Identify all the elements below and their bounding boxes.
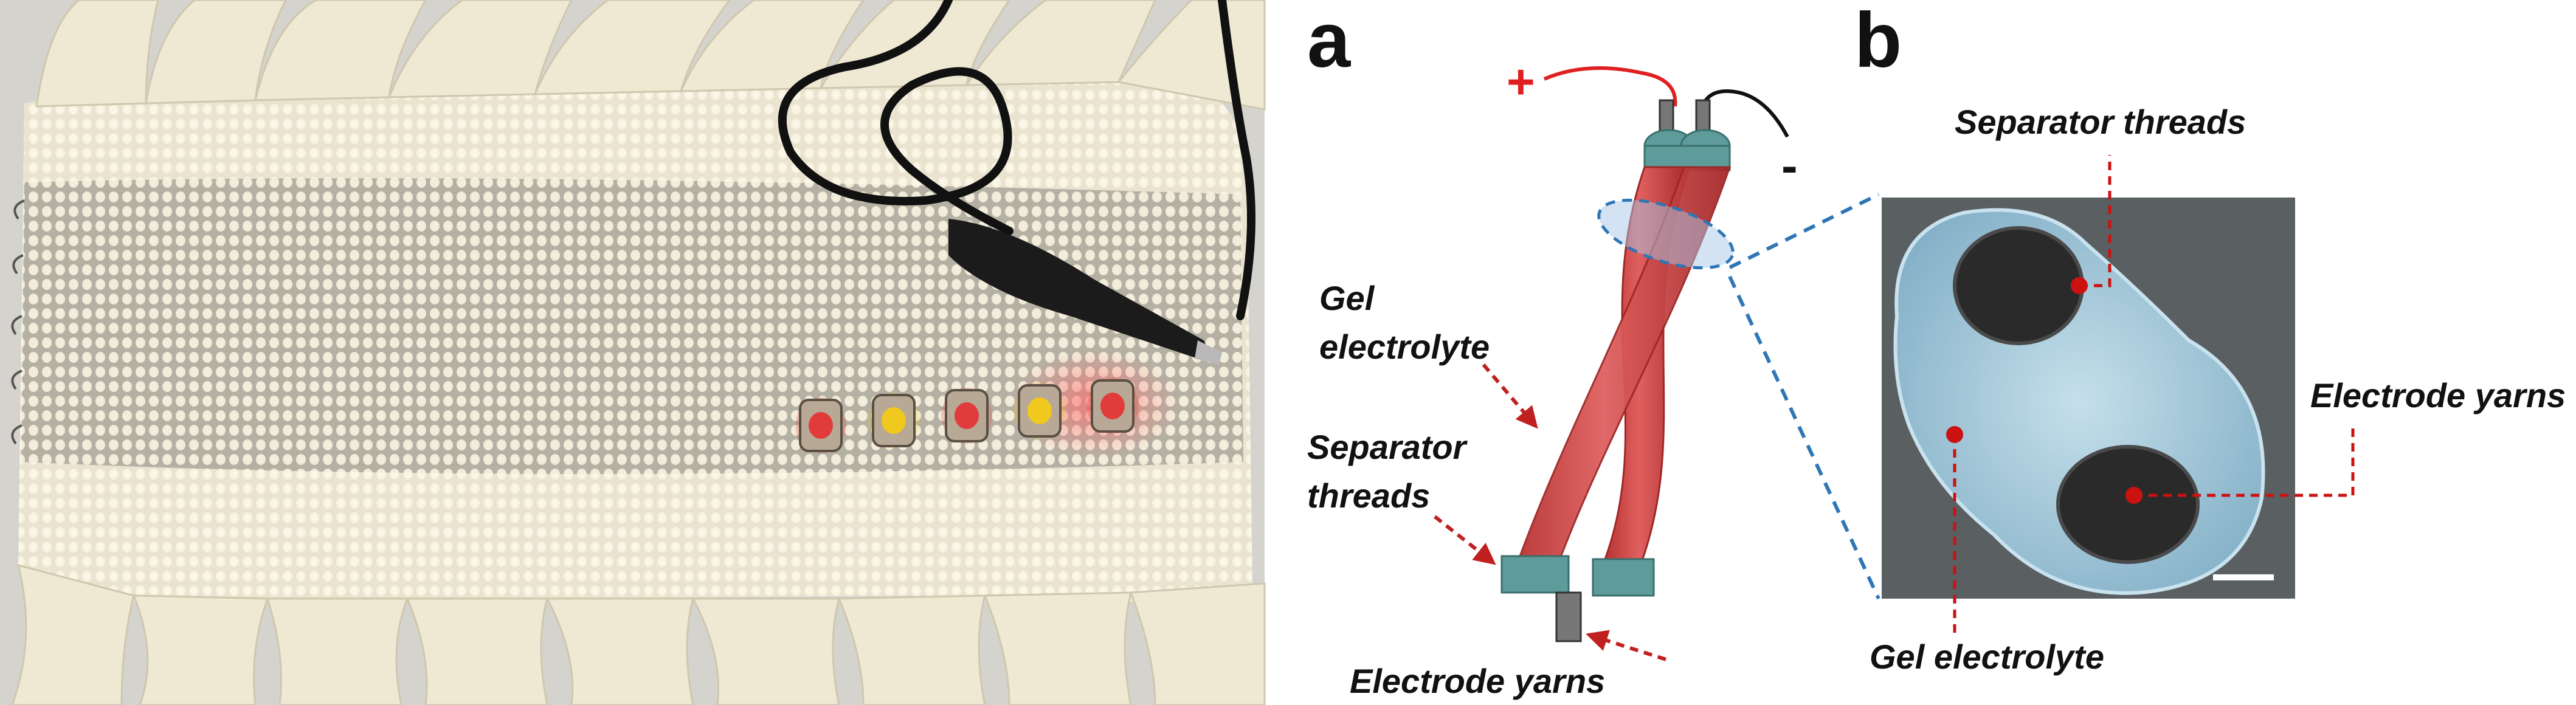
led-4 [1014,383,1065,439]
alligator-clip [948,219,1206,359]
label-separator-line2: threads [1307,476,1430,515]
bottom-fringe [11,563,1266,705]
electrode-yarn-bottom [1555,591,1582,642]
leader-line-top [1728,193,1880,269]
side-threads [11,199,25,445]
label-electrode-yarns-a: Electrode yarns [1350,662,1605,700]
callout-electrode [2134,425,2355,497]
separator-bottom [1500,555,1655,597]
led-3 [941,388,992,444]
leader-line-bottom [1728,275,1880,600]
electrode-cross-section-top [1953,226,2084,345]
arrow-gel-electrolyte [1482,363,1538,429]
electrode-cross-section-bottom [2056,445,2200,564]
led-2 [868,393,919,449]
panel-b: b Separator threads Electrode yarns Gel … [1854,0,2566,676]
separator-top [1643,129,1731,171]
label-electrode-yarns-b: Electrode yarns [2310,376,2566,414]
arrow-separator [1434,515,1496,565]
scale-bar [2213,574,2274,580]
arrow-electrode-yarns-a [1586,630,1666,661]
top-fringe [35,0,1266,111]
label-gel-electrolyte-line2: electrolyte [1319,328,1490,366]
cross-section-marker [1597,198,1735,270]
panel-letter-a: a [1307,0,1351,84]
led-5 [1087,378,1138,434]
textile-photo [0,0,1266,705]
led-1 [795,397,846,453]
led-row [795,349,1179,459]
label-gel-electrolyte-line1: Gel [1319,279,1375,317]
black-cable [778,0,1255,320]
label-separator-threads: Separator threads [1955,103,2246,141]
woven-band [21,178,1243,474]
panel-a: a + - Gel electrolyte [1307,0,1880,700]
label-separator-line1: Separator [1307,428,1468,466]
negative-sign: - [1781,139,1798,193]
callout-separator [2079,155,2112,287]
label-gel-electrolyte-b: Gel electrolyte [1870,638,2104,676]
panel-letter-b: b [1854,0,1902,84]
positive-wire [1543,66,1677,107]
negative-wire [1701,89,1789,138]
positive-sign: + [1507,55,1535,109]
